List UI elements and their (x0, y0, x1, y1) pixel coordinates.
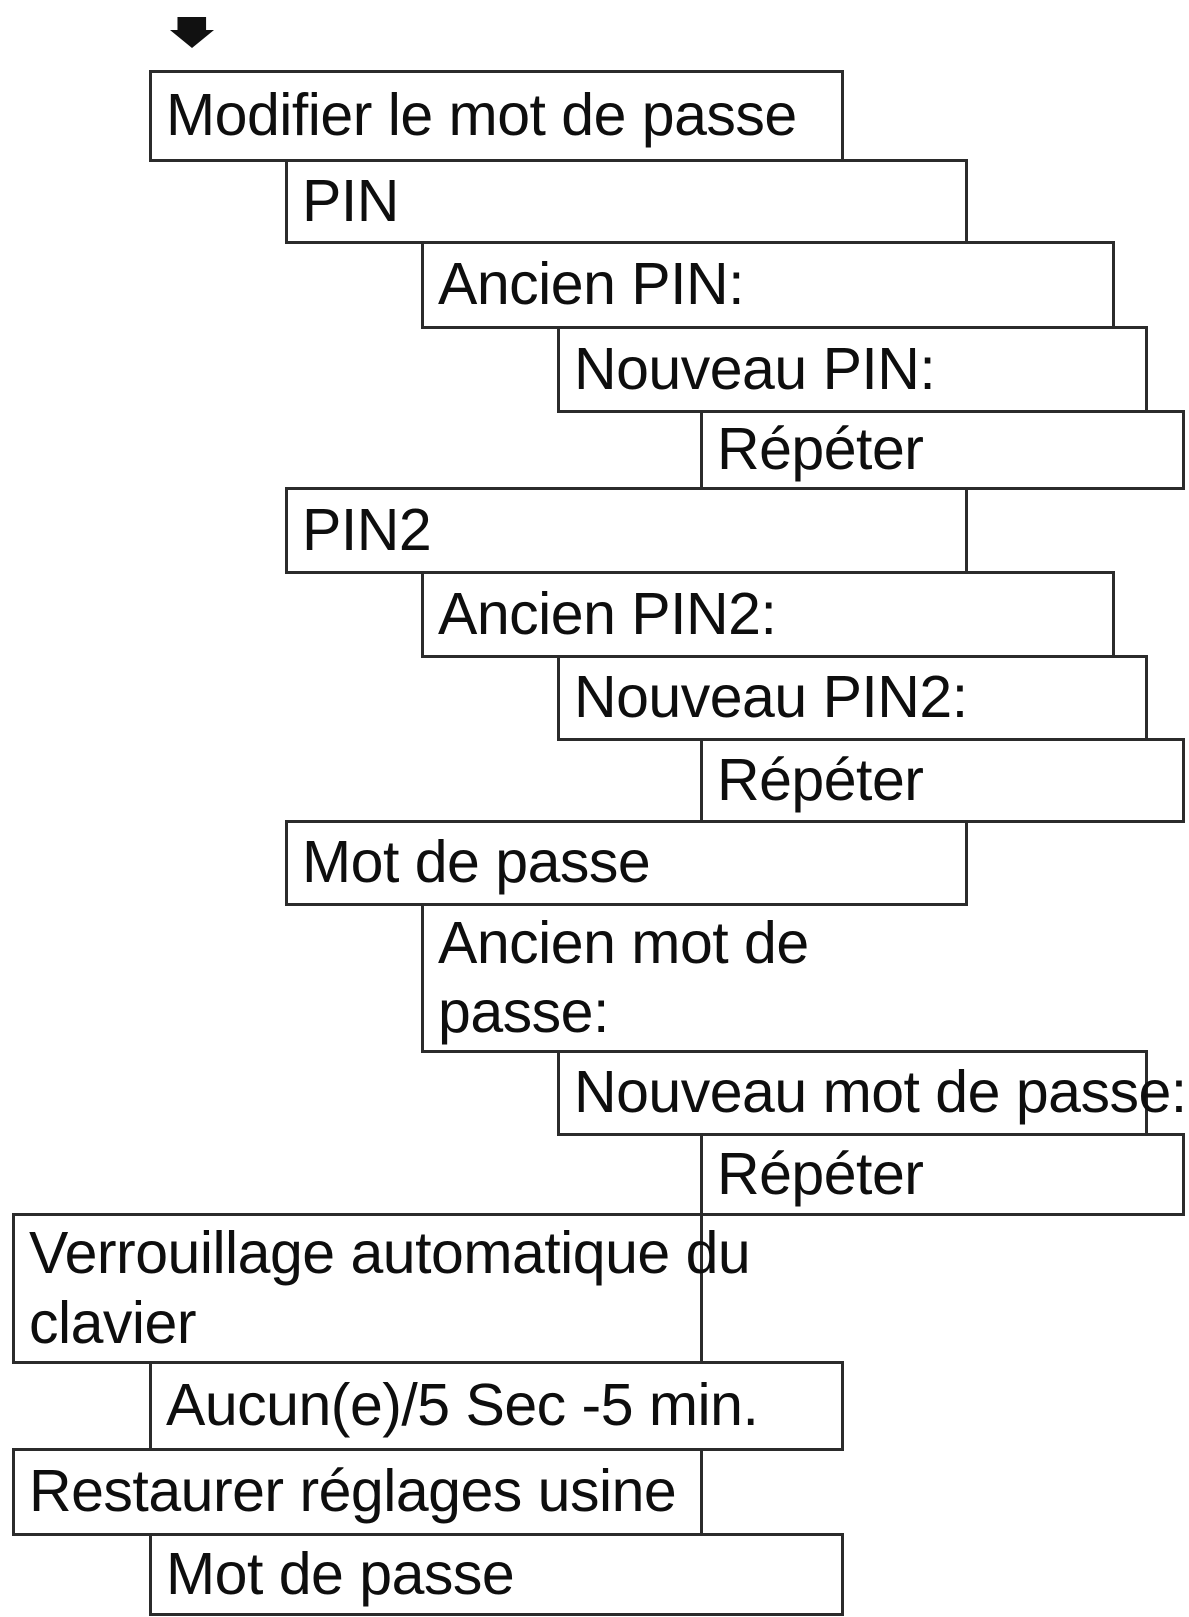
menu-box-label: Nouveau PIN2: (574, 664, 968, 731)
menu-box-15: Aucun(e)/5 Sec -5 min. (149, 1361, 844, 1451)
menu-box-17: Mot de passe (149, 1533, 844, 1616)
menu-box-label: Aucun(e)/5 Sec -5 min. (166, 1372, 759, 1439)
menu-box-label: Répéter (717, 746, 924, 813)
menu-box-label: Mot de passe (166, 1540, 515, 1607)
menu-box-16: Restaurer réglages usine (12, 1448, 703, 1536)
menu-box-label: clavier (29, 1289, 197, 1356)
menu-box-4: Nouveau PIN: (557, 326, 1148, 413)
menu-box-label: Ancien PIN: (438, 251, 745, 318)
menu-box-6: PIN2 (285, 487, 968, 574)
menu-box-label: Modifier le mot de passe (166, 82, 797, 149)
menu-box-label: Restaurer réglages usine (29, 1458, 677, 1525)
menu-box-label: Ancien mot de (438, 909, 809, 976)
menu-box-2: PIN (285, 159, 968, 244)
menu-box-label: passe: (438, 979, 609, 1045)
menu-box-13: Répéter (700, 1133, 1185, 1216)
menu-box-label: Répéter (717, 1140, 924, 1207)
menu-box-7: Ancien PIN2: (421, 571, 1115, 658)
menu-box-12: Nouveau mot de passe: (557, 1050, 1187, 1136)
menu-box-label: PIN (302, 167, 399, 234)
menu-box-label: Ancien PIN2: (438, 580, 777, 647)
menu-box-9: Répéter (700, 738, 1185, 823)
menu-box-label: Nouveau mot de passe: (574, 1059, 1187, 1126)
menu-box-label: Nouveau PIN: (574, 335, 936, 402)
menu-box-label: Mot de passe (302, 829, 651, 896)
menu-box-8: Nouveau PIN2: (557, 655, 1148, 741)
menu-box-label: PIN2 (302, 496, 432, 563)
menu-box-5: Répéter (700, 410, 1185, 490)
menu-box-label: Répéter (717, 416, 924, 483)
menu-box-3: Ancien PIN: (421, 241, 1115, 329)
menu-box-1: Modifier le mot de passe (149, 70, 844, 162)
menu-box-label: Verrouillage automatique du (29, 1220, 751, 1287)
down-arrow-icon (170, 17, 214, 48)
menu-box-10: Mot de passe (285, 820, 968, 906)
